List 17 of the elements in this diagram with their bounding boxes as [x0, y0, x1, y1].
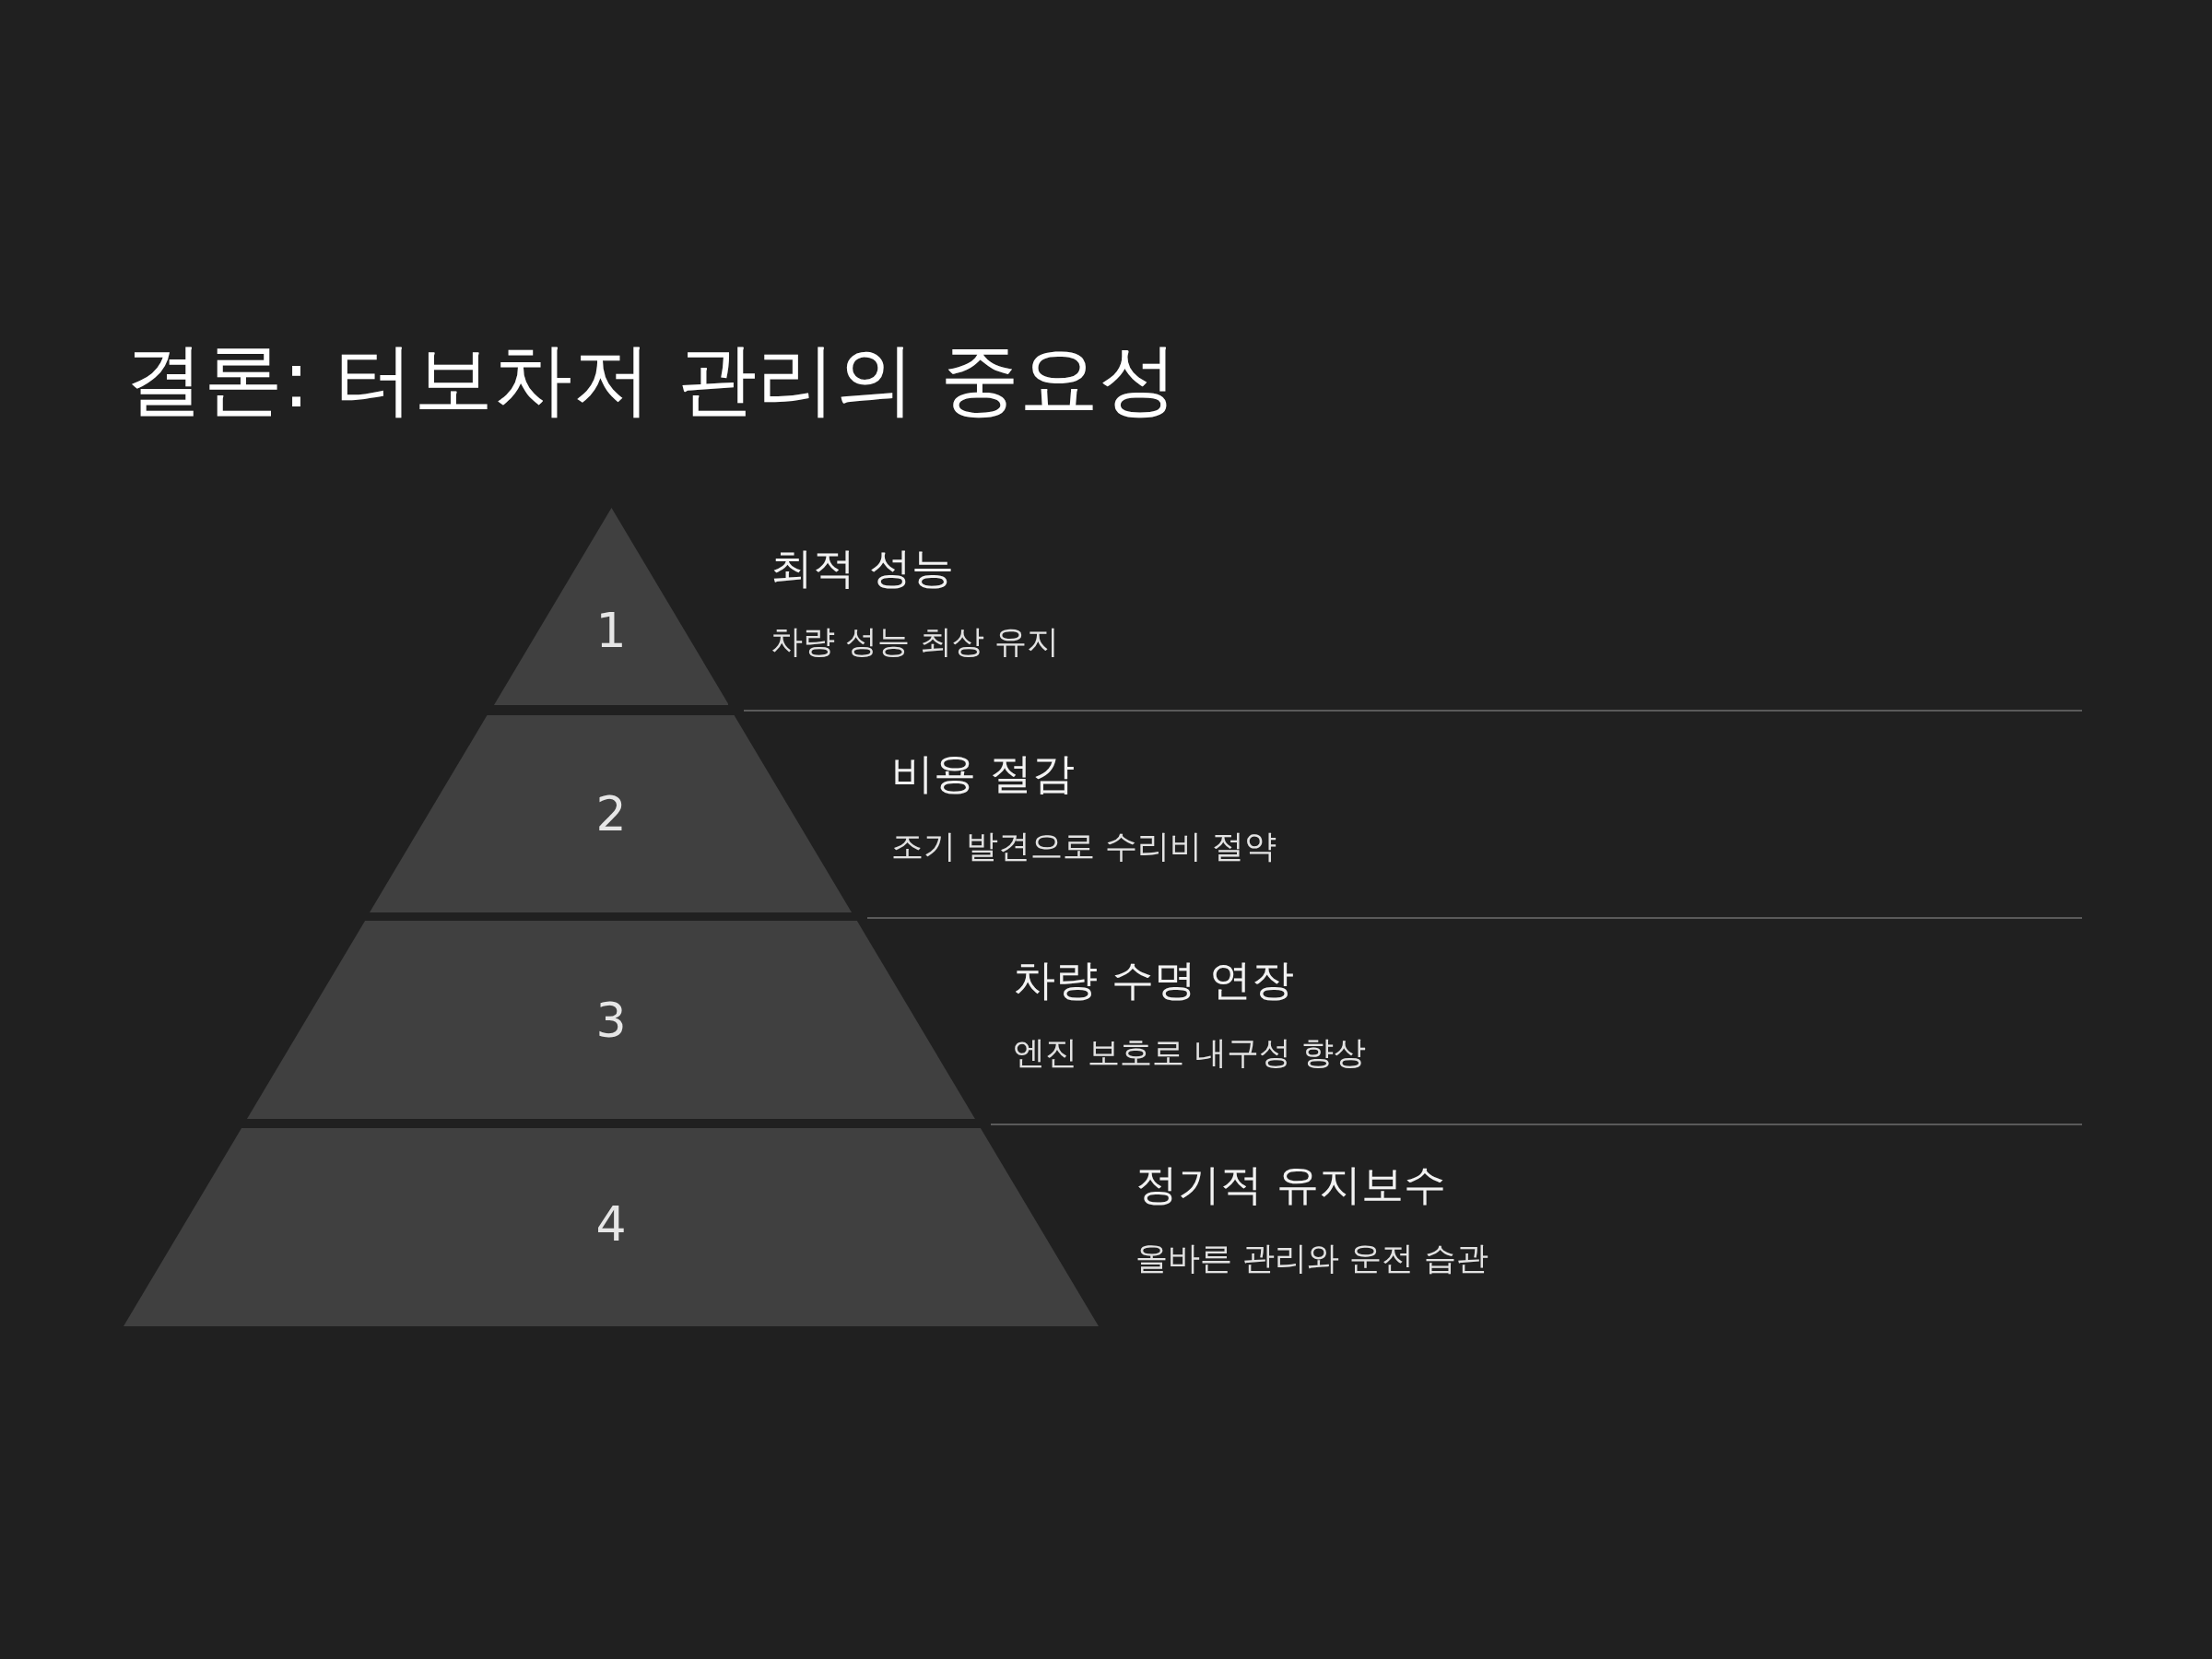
tier-heading: 차량 수명 연장 [1013, 955, 1295, 1006]
pyramid-tier [493, 508, 729, 705]
pyramid-tier [124, 1128, 1099, 1326]
tier-number: 3 [595, 996, 627, 1044]
tier-heading: 정기적 유지보수 [1135, 1159, 1446, 1211]
slide-title: 결론: 터보차저 관리의 중요성 [124, 334, 1178, 425]
tier-description: 차량 성능 최상 유지 [771, 622, 1060, 661]
tier-number: 2 [595, 790, 627, 838]
pyramid-tier [247, 921, 975, 1119]
tier-description: 조기 발견으로 수리비 절약 [891, 827, 1277, 865]
tier-number: 4 [595, 1200, 627, 1248]
pyramid-tier [370, 715, 853, 912]
tier-heading: 비용 절감 [891, 748, 1075, 800]
tier-heading: 최적 성능 [771, 543, 954, 594]
tier-description: 올바른 관리와 운전 습관 [1135, 1239, 1489, 1277]
tier-number: 1 [595, 606, 627, 654]
tier-description: 엔진 보호로 내구성 향상 [1013, 1033, 1367, 1072]
